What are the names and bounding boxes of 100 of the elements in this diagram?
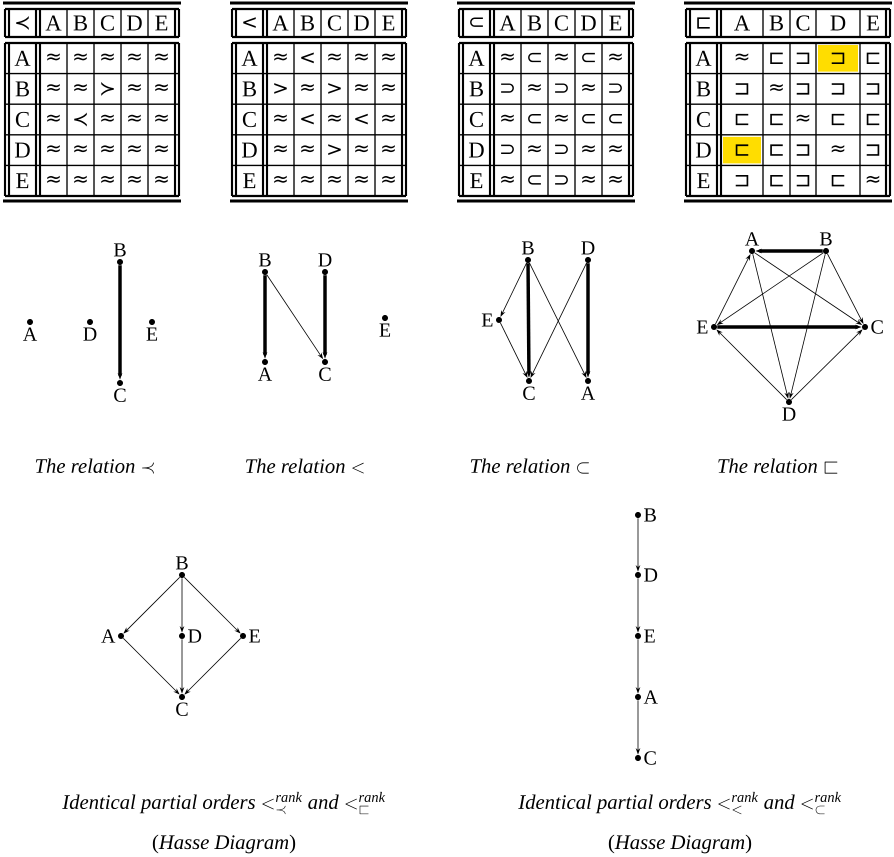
column-header: A	[500, 16, 516, 30]
relation-symbol: ≈	[555, 114, 568, 122]
relation-symbol: ≈	[101, 53, 114, 61]
relation-symbol: ≈	[355, 145, 368, 152]
node-label: D	[782, 408, 796, 421]
relation-symbol: ≈	[47, 114, 60, 122]
relation-symbol: ⊂	[470, 18, 483, 27]
relation-symbol: ≈	[382, 53, 395, 61]
relation-symbol: ≈	[274, 145, 287, 152]
relation-symbol: ≈	[736, 53, 748, 61]
node-label: C	[319, 368, 331, 381]
node-label: B	[522, 241, 534, 254]
relation-symbol: ⊐	[736, 83, 748, 95]
graph-vertex: D	[318, 253, 332, 275]
relation-symbol: ⊐	[832, 83, 844, 95]
relation-symbol: ≈	[382, 84, 395, 92]
relation-symbol: ⊏	[866, 52, 880, 64]
column-header: E	[609, 16, 622, 30]
relation-symbol: ≈	[101, 114, 114, 122]
relation-symbol: ≈	[382, 176, 395, 183]
relation-symbol: ⊂	[528, 175, 541, 185]
node-label: B	[258, 253, 271, 266]
relation-symbol: ⊏	[697, 17, 710, 29]
graph-vertex: B	[522, 241, 534, 263]
relation-symbol: ⊂	[528, 114, 541, 124]
relation-symbol: ⊏	[770, 175, 783, 186]
node-label: C	[176, 702, 188, 716]
caption: (Hasse Diagram)	[152, 834, 296, 854]
relation-symbol: ⊐	[866, 144, 880, 156]
relation-symbol: ≈	[47, 145, 60, 152]
graph-vertex: A	[22, 319, 38, 341]
column-header: D	[580, 16, 596, 30]
relation-symbol: ⊃	[609, 83, 622, 93]
column-header: C	[796, 15, 810, 31]
column-header: A	[46, 16, 62, 30]
relation-symbol: >	[328, 83, 341, 94]
relation-symbol: ≈	[355, 84, 368, 92]
relation-symbol: ≈	[528, 145, 541, 152]
caption: $\textit{The relation }{\sqsubset}$	[718, 458, 838, 474]
graph-vertex: E	[379, 315, 390, 337]
relation-symbol: ⊐	[796, 175, 810, 186]
relation-symbol: ≈	[128, 84, 141, 92]
relation-symbol: ⊐	[796, 83, 810, 95]
relation-symbol: ≈	[74, 176, 87, 183]
row-header: E	[470, 173, 482, 188]
row-header: B	[242, 81, 256, 96]
node-label: A	[644, 690, 658, 704]
column-header: C	[554, 15, 568, 31]
node-label: B	[644, 508, 656, 522]
row-header: C	[470, 112, 483, 128]
node-label: C	[114, 388, 126, 402]
relation-symbol: ⊏	[770, 114, 783, 126]
relation-symbol: ≈	[328, 114, 341, 122]
relation-symbol: ≺	[16, 16, 29, 30]
relation-symbol: ≈	[528, 84, 541, 92]
relation-symbol: ≈	[832, 145, 844, 152]
column-header: C	[328, 15, 341, 31]
row-header: D	[468, 142, 484, 158]
row-header: C	[696, 112, 710, 128]
relation-symbol: ⊏	[770, 52, 783, 64]
relation-symbol: ⊏	[770, 144, 783, 156]
relation-symbol: ≈	[74, 53, 87, 61]
node-label: A	[744, 232, 760, 246]
row-header: E	[243, 173, 256, 188]
graph-vertex: B	[820, 232, 832, 254]
relation-symbol: ≈	[155, 176, 168, 183]
node-label: B	[820, 232, 832, 246]
node-label: A	[258, 368, 272, 381]
relation-symbol: ⊐	[736, 175, 748, 186]
caption: $\textit{The relation }{\subset}$	[470, 458, 589, 474]
relation-symbol: ≈	[274, 53, 287, 61]
node-label: D	[318, 253, 332, 266]
relation-symbol: ≈	[555, 53, 568, 61]
row-header: C	[16, 112, 29, 128]
relation-symbol: ⊂	[528, 52, 541, 62]
relation-symbol: ≈	[582, 84, 595, 92]
column-header: E	[866, 16, 879, 30]
caption: (Hasse Diagram)	[608, 834, 752, 854]
graph-vertex: A	[744, 232, 760, 254]
node-label: E	[249, 629, 260, 643]
caption: $\textit{The relation }{<}$	[246, 458, 364, 474]
node-label: B	[114, 243, 126, 256]
relation-symbol: >	[274, 83, 287, 94]
relation-symbol: ≈	[274, 114, 287, 122]
relation-symbol: ≈	[796, 114, 810, 122]
column-header: C	[100, 15, 114, 31]
graph-vertex: D	[179, 629, 202, 643]
node-label: C	[644, 751, 656, 765]
relation-symbol: ⊃	[555, 175, 568, 185]
relation-symbol: ≈	[301, 176, 314, 183]
column-header: B	[300, 16, 314, 30]
graph-vertex: C	[523, 378, 535, 400]
relation-symbol: ≈	[582, 176, 595, 183]
relation-symbol: ≈	[128, 114, 141, 122]
relation-symbol: ≈	[155, 84, 168, 92]
graph-vertex: A	[101, 629, 124, 643]
relation-symbol: ≈	[128, 145, 141, 152]
node-label: E	[644, 629, 655, 643]
graph-vertex: C	[176, 694, 188, 716]
column-header: B	[74, 16, 87, 30]
